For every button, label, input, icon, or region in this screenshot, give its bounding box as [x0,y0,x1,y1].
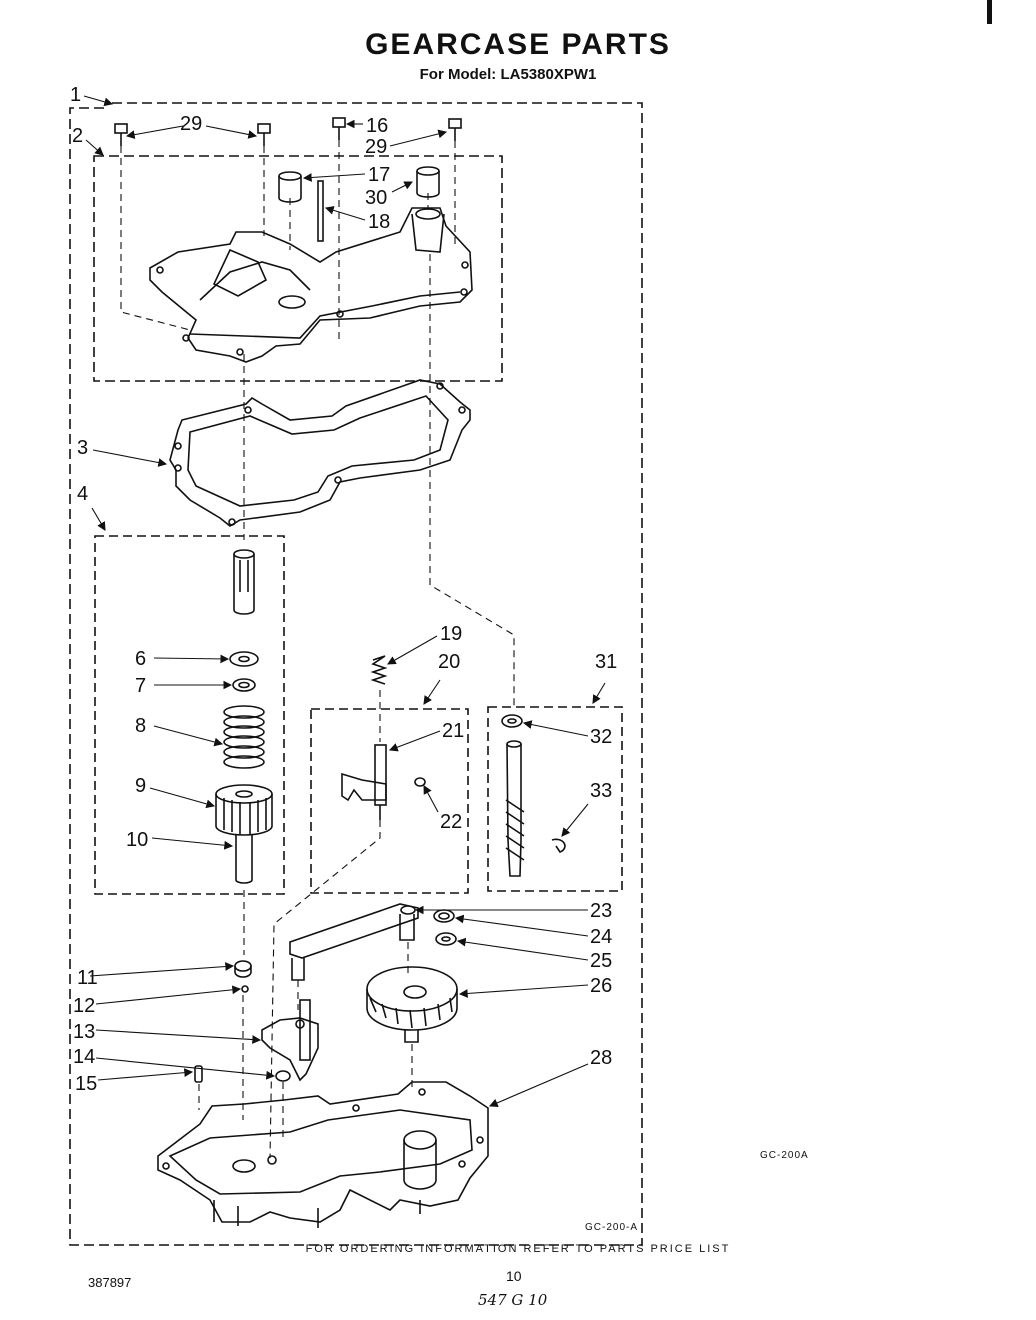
assembly-box-20 [310,708,469,894]
gasket-3 [169,379,471,527]
part-labels: 1 2 3 4 6 7 8 9 10 11 12 13 14 15 16 17 … [70,84,617,1095]
part-label-16: 16 [366,115,388,137]
corner-registration-mark [987,0,992,24]
part-label-19: 19 [440,623,462,645]
part-label-30: 30 [365,187,387,209]
pin-15 [194,1065,203,1083]
part-label-14: 14 [73,1046,95,1068]
bushing-30 [416,166,440,198]
part-label-13: 13 [73,1021,95,1043]
shifter-fork-21 [341,744,387,820]
washer-25 [435,932,457,946]
spring-14 [275,1070,291,1082]
part-label-29-right: 29 [365,136,387,158]
gear-9 [215,784,273,836]
washer-32 [501,714,523,728]
part-label-28: 28 [590,1047,612,1069]
part-label-18: 18 [368,211,390,233]
part-label-23: 23 [590,900,612,922]
clip-22 [414,777,426,787]
part-label-7: 7 [135,675,146,697]
bushing-11 [234,960,252,978]
spring-19 [370,655,388,685]
part-label-20: 20 [438,651,460,673]
main-gear-26 [366,966,458,1043]
ordering-info-footer: FOR ORDERING INFORMATION REFER TO PARTS … [305,1243,731,1255]
screw-16 [332,117,346,140]
washer-6 [229,651,259,667]
pinion-shaft-10 [235,834,253,884]
clip-33 [551,838,566,853]
spring-8 [223,705,265,769]
crank-23 [289,903,419,981]
assembly-box-2 [93,155,503,382]
part-label-26: 26 [590,975,612,997]
page-title: GEARCASE PARTS [365,28,671,61]
part-label-4: 4 [77,483,88,505]
part-label-6: 6 [135,648,146,670]
part-label-29-left: 29 [180,113,202,135]
gearcase-base-28 [157,1081,489,1228]
agitator-shaft-31 [505,740,525,877]
figure-code-inner: GC-200-A [585,1222,639,1233]
assembly-box-4 [94,535,285,895]
screw-29-mid [257,123,271,146]
pin-18 [317,180,324,242]
part-label-3: 3 [77,437,88,459]
assembly-box-31 [487,706,623,892]
part-label-24: 24 [590,926,612,948]
part-label-31: 31 [595,651,617,673]
part-label-11: 11 [77,967,98,989]
screw-29-left [114,123,128,146]
part-label-25: 25 [590,950,612,972]
washer-7 [232,678,256,692]
part-label-32: 32 [590,726,612,748]
drive-shaft [233,549,255,615]
part-label-9: 9 [135,775,146,797]
gearcase-cover [149,207,473,363]
part-label-21: 21 [442,720,464,742]
document-number: 387897 [88,1275,132,1290]
model-subtitle-text: For Model: LA5380XPW1 [419,66,597,83]
part-label-17: 17 [368,164,390,186]
handwritten-note: 547 G 10 [478,1291,548,1309]
screw-29-right [448,118,462,141]
part-label-1: 1 [70,84,81,106]
ball-12 [241,985,249,993]
figure-code-outer: GC-200A [760,1150,809,1161]
bushing-17 [278,171,302,203]
washer-24 [433,909,455,923]
part-label-12: 12 [73,995,95,1017]
model-subtitle: For Model: LA5380XPW1 [0,66,1036,83]
assembly-box-1 [69,102,643,1246]
part-label-8: 8 [135,715,146,737]
part-label-33: 33 [590,780,612,802]
part-label-10: 10 [126,829,148,851]
shifter-13 [261,999,319,1082]
part-label-2: 2 [72,125,83,147]
page-number: 10 [506,1268,522,1284]
part-label-15: 15 [75,1073,97,1095]
part-label-22: 22 [440,811,462,833]
